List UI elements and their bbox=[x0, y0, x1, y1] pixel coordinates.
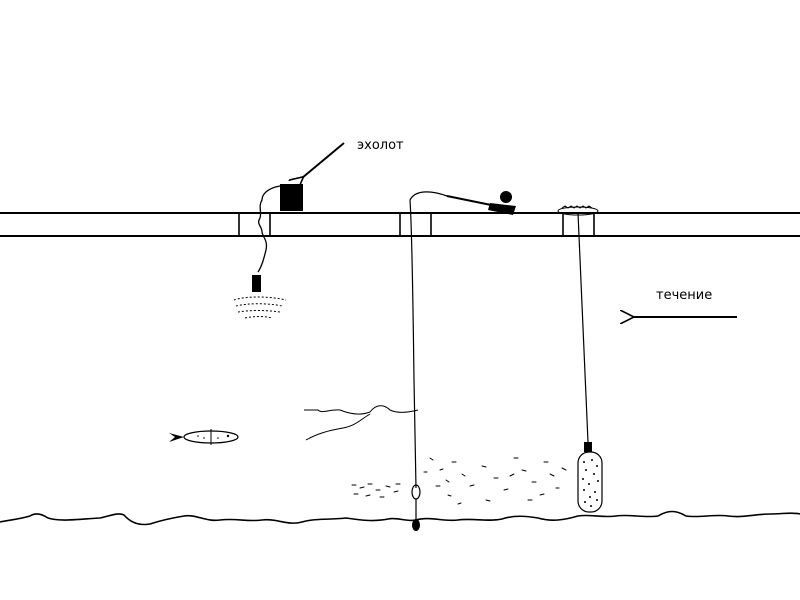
sinker-icon bbox=[412, 519, 420, 531]
sonar-cable bbox=[257, 185, 281, 273]
ice-hole-rod bbox=[399, 213, 432, 236]
feeder-line bbox=[577, 212, 589, 443]
feeder-cap-icon bbox=[584, 442, 592, 452]
sonar-signal bbox=[233, 296, 287, 319]
sonar-pointer-arrow bbox=[302, 142, 345, 178]
bait-cloud bbox=[351, 457, 567, 505]
riverbed-line bbox=[0, 510, 800, 526]
ice-hole-sonar bbox=[238, 213, 271, 236]
fishing-line bbox=[409, 191, 448, 489]
weed-strand bbox=[304, 405, 419, 441]
angler-icon bbox=[446, 191, 516, 215]
fish-icon bbox=[169, 429, 239, 445]
sonar-unit-icon bbox=[280, 184, 303, 211]
sonar-label: эхолот bbox=[357, 138, 404, 153]
ice-hole-feeder bbox=[562, 213, 595, 236]
feeder-bait-dots bbox=[582, 459, 599, 507]
feeder-icon bbox=[577, 451, 603, 513]
sonar-transducer-icon bbox=[252, 275, 261, 292]
current-label: течение bbox=[656, 288, 713, 303]
